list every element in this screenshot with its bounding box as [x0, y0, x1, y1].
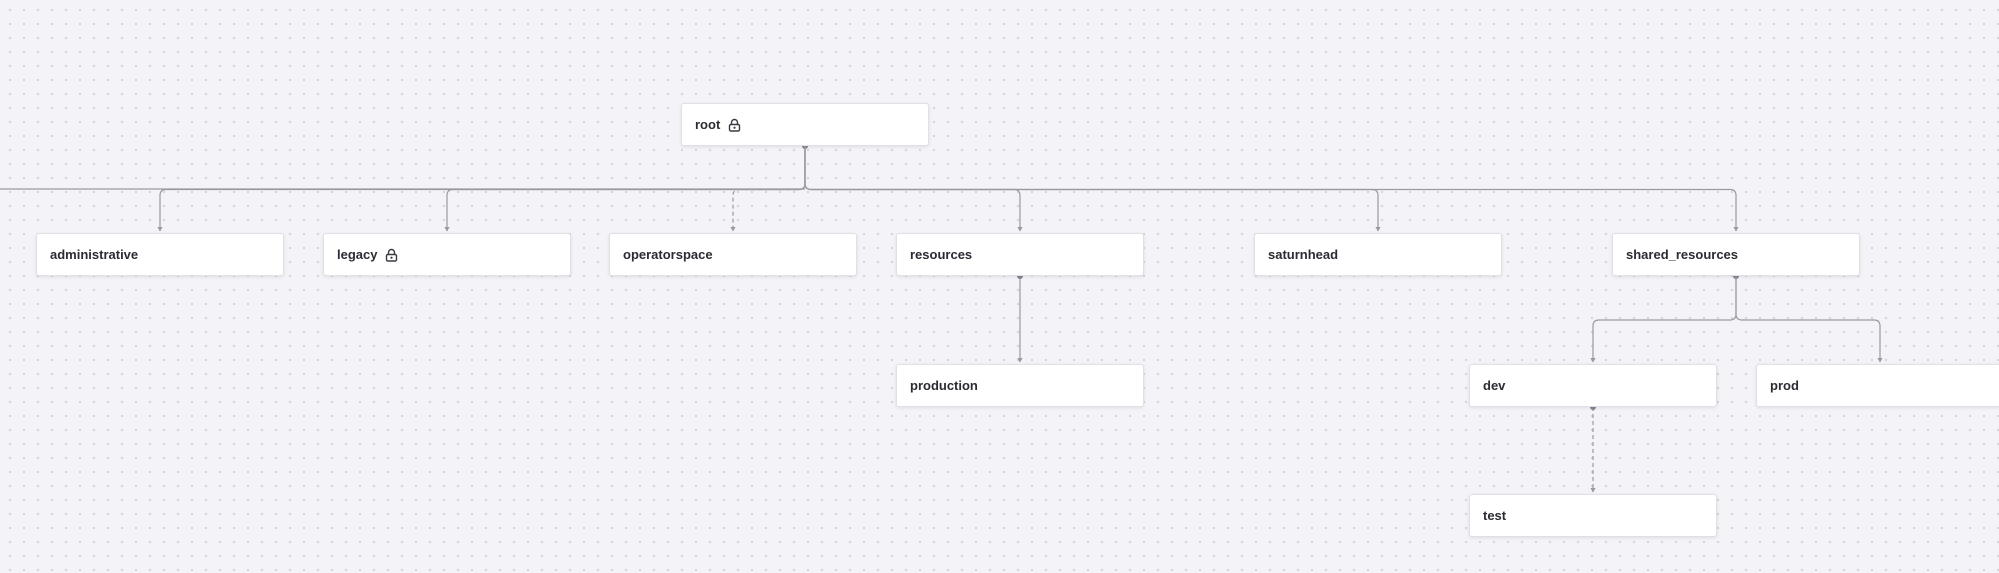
- node-label: operatorspace: [623, 247, 713, 262]
- node-label: production: [910, 378, 978, 393]
- node-label: resources: [910, 247, 973, 262]
- edge-shared_resources-dev: [1592, 276, 1737, 362]
- node-label: root: [695, 117, 721, 132]
- node-label: dev: [1483, 378, 1506, 393]
- node-saturnhead[interactable]: saturnhead: [1254, 233, 1502, 276]
- edge-arrowhead: [1590, 358, 1596, 363]
- edge-arrowhead: [1733, 227, 1739, 232]
- lock-icon: [385, 248, 398, 262]
- node-root[interactable]: root: [681, 103, 929, 146]
- edge-arrowhead: [1017, 358, 1023, 363]
- node-label: test: [1483, 508, 1507, 523]
- lock-icon: [728, 118, 741, 132]
- node-operatorspace[interactable]: operatorspace: [609, 233, 857, 276]
- node-resources[interactable]: resources: [896, 233, 1144, 276]
- edge-arrowhead: [1877, 358, 1883, 363]
- node-label: administrative: [50, 247, 139, 262]
- edge-root-resources: [804, 146, 1021, 231]
- edge-arrowhead: [157, 227, 163, 232]
- node-label: shared_resources: [1626, 247, 1739, 262]
- edge-root-shared_resources: [804, 146, 1737, 231]
- edge-arrowhead: [1017, 227, 1023, 232]
- edge-root-operatorspace: [732, 146, 806, 231]
- node-label: legacy: [337, 247, 378, 262]
- node-prod[interactable]: prod: [1756, 364, 1999, 407]
- node-label: saturnhead: [1268, 247, 1339, 262]
- edge-shared_resources-prod: [1735, 276, 1881, 362]
- edge-arrowhead: [1375, 227, 1381, 232]
- node-dev[interactable]: dev: [1469, 364, 1717, 407]
- node-shared-resources[interactable]: shared_resources: [1612, 233, 1860, 276]
- edge-root-legacy: [446, 146, 806, 231]
- edge-arrowhead: [730, 227, 736, 232]
- node-production[interactable]: production: [896, 364, 1144, 407]
- edge-root-saturnhead: [804, 146, 1379, 231]
- node-label: prod: [1770, 378, 1799, 393]
- node-administrative[interactable]: administrative: [36, 233, 284, 276]
- edge-arrowhead: [1590, 488, 1596, 493]
- edge-arrowhead: [444, 227, 450, 232]
- node-test[interactable]: test: [1469, 494, 1717, 537]
- node-legacy[interactable]: legacy: [323, 233, 571, 276]
